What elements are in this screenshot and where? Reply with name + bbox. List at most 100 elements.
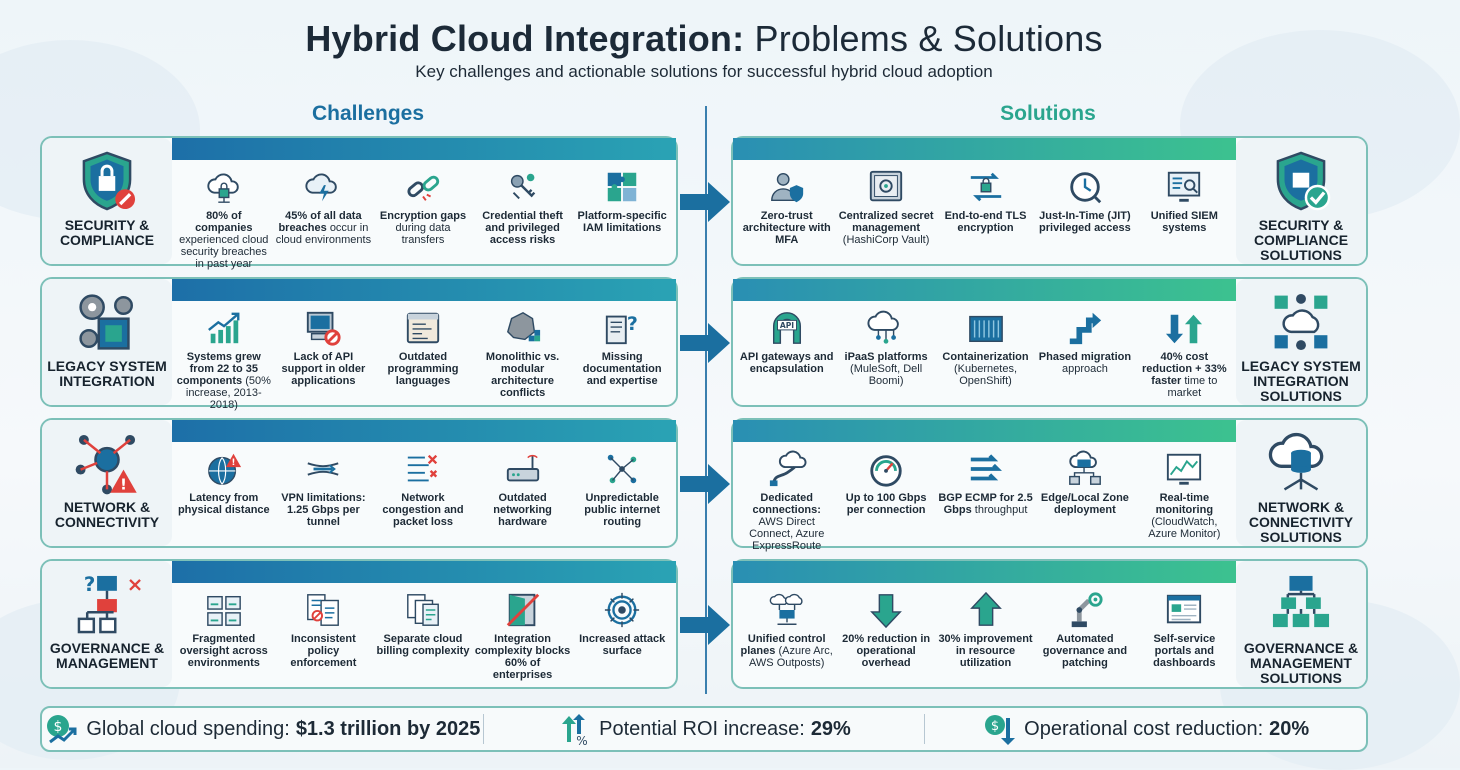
- item-text: Centralized secret management (HashiCorp…: [838, 210, 934, 246]
- code-window-icon: [406, 312, 440, 344]
- solution-card: NETWORK & CONNECTIVITY SOLUTIONS Dedicate…: [731, 418, 1368, 552]
- item-text: Increased attack surface: [579, 633, 666, 657]
- item-text: Up to 100 Gbps per connection: [845, 492, 927, 516]
- row-item: iPaaS platforms (MuleSoft, Dell Boomi): [836, 301, 935, 405]
- item-text: Just-In-Time (JIT) privileged access: [1039, 210, 1131, 234]
- item-text: 40% cost reduction + 33% faster time to …: [1141, 351, 1227, 399]
- cloud-cable-icon: [769, 450, 807, 487]
- item-text: Unified control planes (Azure Arc, AWS O…: [740, 633, 833, 669]
- item-text: Lack of API support in older application…: [281, 351, 366, 387]
- shield-check-icon: [1276, 151, 1331, 211]
- category-name: NETWORK & CONNECTIVITY SOLUTIONS: [1248, 499, 1354, 545]
- user-shield-icon: [770, 172, 803, 203]
- row-item: Dedicated connections: AWS Direct Connec…: [737, 442, 836, 552]
- row-item: Up to 100 Gbps per connection: [836, 442, 935, 546]
- category-name: SECURITY & COMPLIANCE SOLUTIONS: [1253, 217, 1349, 263]
- roi-arrows-icon: %: [562, 714, 588, 748]
- item-text: 30% improvement in resource utilization: [938, 633, 1033, 669]
- org-chart-icon: [1272, 575, 1330, 628]
- solution-card: SECURITY & COMPLIANCE SOLUTIONS Zero-trus…: [731, 136, 1368, 266]
- item-text: 80% of companies experienced cloud secur…: [179, 210, 269, 270]
- row-item: ?Missing documentation and expertise: [572, 301, 672, 405]
- down-arrow-icon: [870, 594, 903, 629]
- row-item: 40% cost reduction + 33% faster time to …: [1135, 301, 1234, 405]
- clock-icon: [1070, 172, 1102, 204]
- row-item: API API gateways and encapsulation: [737, 301, 836, 405]
- dashboards-icon: [206, 595, 241, 626]
- item-text: Phased migration approach: [1038, 351, 1132, 375]
- container-icon: [968, 315, 1003, 343]
- svg-text:API: API: [780, 321, 794, 330]
- item-text: Self-service portals and dashboards: [1153, 633, 1216, 669]
- item-text: End-to-end TLS encryption: [944, 210, 1027, 234]
- vpn-tunnel-icon: [307, 462, 339, 476]
- category-name: LEGACY SYSTEM INTEGRATION SOLUTIONS: [1241, 358, 1361, 404]
- globe-warning-icon: !: [207, 453, 241, 485]
- item-text: Network congestion and packet loss: [382, 492, 464, 528]
- challenge-items: Fragmented oversight across environments…: [174, 583, 672, 687]
- card-header-band: [733, 561, 1236, 583]
- blocked-door-icon: [506, 593, 539, 627]
- challenge-category: ?×GOVERNANCE & MANAGEMENT: [42, 561, 172, 687]
- row-item: Unpredictable public internet routing: [572, 442, 672, 546]
- cost-down-icon: $: [985, 715, 1016, 745]
- row-item: Monolithic vs. modular architecture conf…: [473, 301, 573, 405]
- item-text: 45% of all data breaches occur in cloud …: [275, 210, 372, 246]
- control-plane-icon: [769, 593, 803, 625]
- row-item: Integration complexity blocks 60% of ent…: [473, 583, 573, 687]
- item-text: Systems grew from 22 to 35 components (5…: [176, 351, 271, 411]
- row-item: Real-time monitoring (CloudWatch, Azure …: [1135, 442, 1234, 546]
- row-item: Fragmented oversight across environments: [174, 583, 274, 687]
- item-text: Containerization (Kubernetes, OpenShift): [942, 351, 1029, 387]
- robot-arm-icon: [1071, 592, 1103, 628]
- item-text: Outdated programming languages: [387, 351, 459, 387]
- item-text: API gateways and encapsulation: [739, 351, 834, 375]
- stat-cloud-spending: $ Global cloud spending:$1.3 trillion by…: [42, 712, 483, 746]
- ipaas-cloud-icon: [867, 310, 899, 344]
- item-text: VPN limitations: 1.25 Gbps per tunnel: [281, 492, 366, 528]
- row-item: BGP ECMP for 2.5 Gbps throughput: [936, 442, 1035, 546]
- item-text: Zero-trust architecture with MFA: [742, 210, 831, 246]
- up-arrow-icon: [969, 591, 1002, 626]
- item-text: Automated governance and patching: [1042, 633, 1128, 669]
- policy-docs-icon: [307, 594, 340, 626]
- card-header-band: [172, 138, 676, 160]
- item-text: Dedicated connections: AWS Direct Connec…: [749, 492, 825, 552]
- svg-text:!: !: [231, 458, 235, 468]
- card-header-band: [733, 279, 1236, 301]
- row-item: Systems grew from 22 to 35 components (5…: [174, 301, 274, 411]
- category-name: GOVERNANCE & MANAGEMENT SOLUTIONS: [1243, 640, 1359, 686]
- svg-text:?: ?: [84, 573, 95, 596]
- item-text: Credential theft and privileged access r…: [482, 210, 563, 246]
- row-item: End-to-end TLS encryption: [936, 160, 1035, 264]
- attack-target-icon: [605, 592, 640, 628]
- svg-text:×: ×: [127, 573, 144, 596]
- svg-text:$: $: [991, 719, 999, 734]
- svg-text:$: $: [54, 719, 63, 735]
- cloud-lock-icon: [207, 173, 239, 203]
- challenge-category: !NETWORK & CONNECTIVITY: [42, 420, 172, 546]
- row-item: Centralized secret management (HashiCorp…: [836, 160, 935, 264]
- solution-category: LEGACY SYSTEM INTEGRATION SOLUTIONS: [1236, 279, 1366, 405]
- right-arrow-icon: [680, 605, 730, 645]
- challenge-category: SECURITY & COMPLIANCE: [42, 138, 172, 264]
- row-item: 30% improvement in resource utilization: [936, 583, 1035, 687]
- center-divider: [705, 106, 707, 694]
- item-text: Separate cloud billing complexity: [376, 633, 470, 657]
- router-icon: [506, 454, 539, 482]
- row-item: Containerization (Kubernetes, OpenShift): [936, 301, 1035, 405]
- phased-arrow-icon: [1069, 312, 1102, 345]
- category-name: GOVERNANCE & MANAGEMENT: [49, 640, 165, 671]
- page-subtitle: Key challenges and actionable solutions …: [415, 62, 993, 81]
- tls-arrows-icon: [970, 172, 1001, 202]
- row-item: Automated governance and patching: [1035, 583, 1134, 687]
- item-text: Unified SIEM systems: [1150, 210, 1218, 234]
- row-item: Inconsistent policy enforcement: [274, 583, 374, 687]
- shield-lock-icon: [82, 151, 136, 211]
- item-text: Monolithic vs. modular architecture conf…: [485, 351, 560, 399]
- item-text: Real-time monitoring (CloudWatch, Azure …: [1148, 492, 1221, 540]
- org-question-icon: ?×: [77, 573, 143, 634]
- card-header-band: [733, 138, 1236, 160]
- row-item: Platform-specific IAM limitations: [572, 160, 672, 264]
